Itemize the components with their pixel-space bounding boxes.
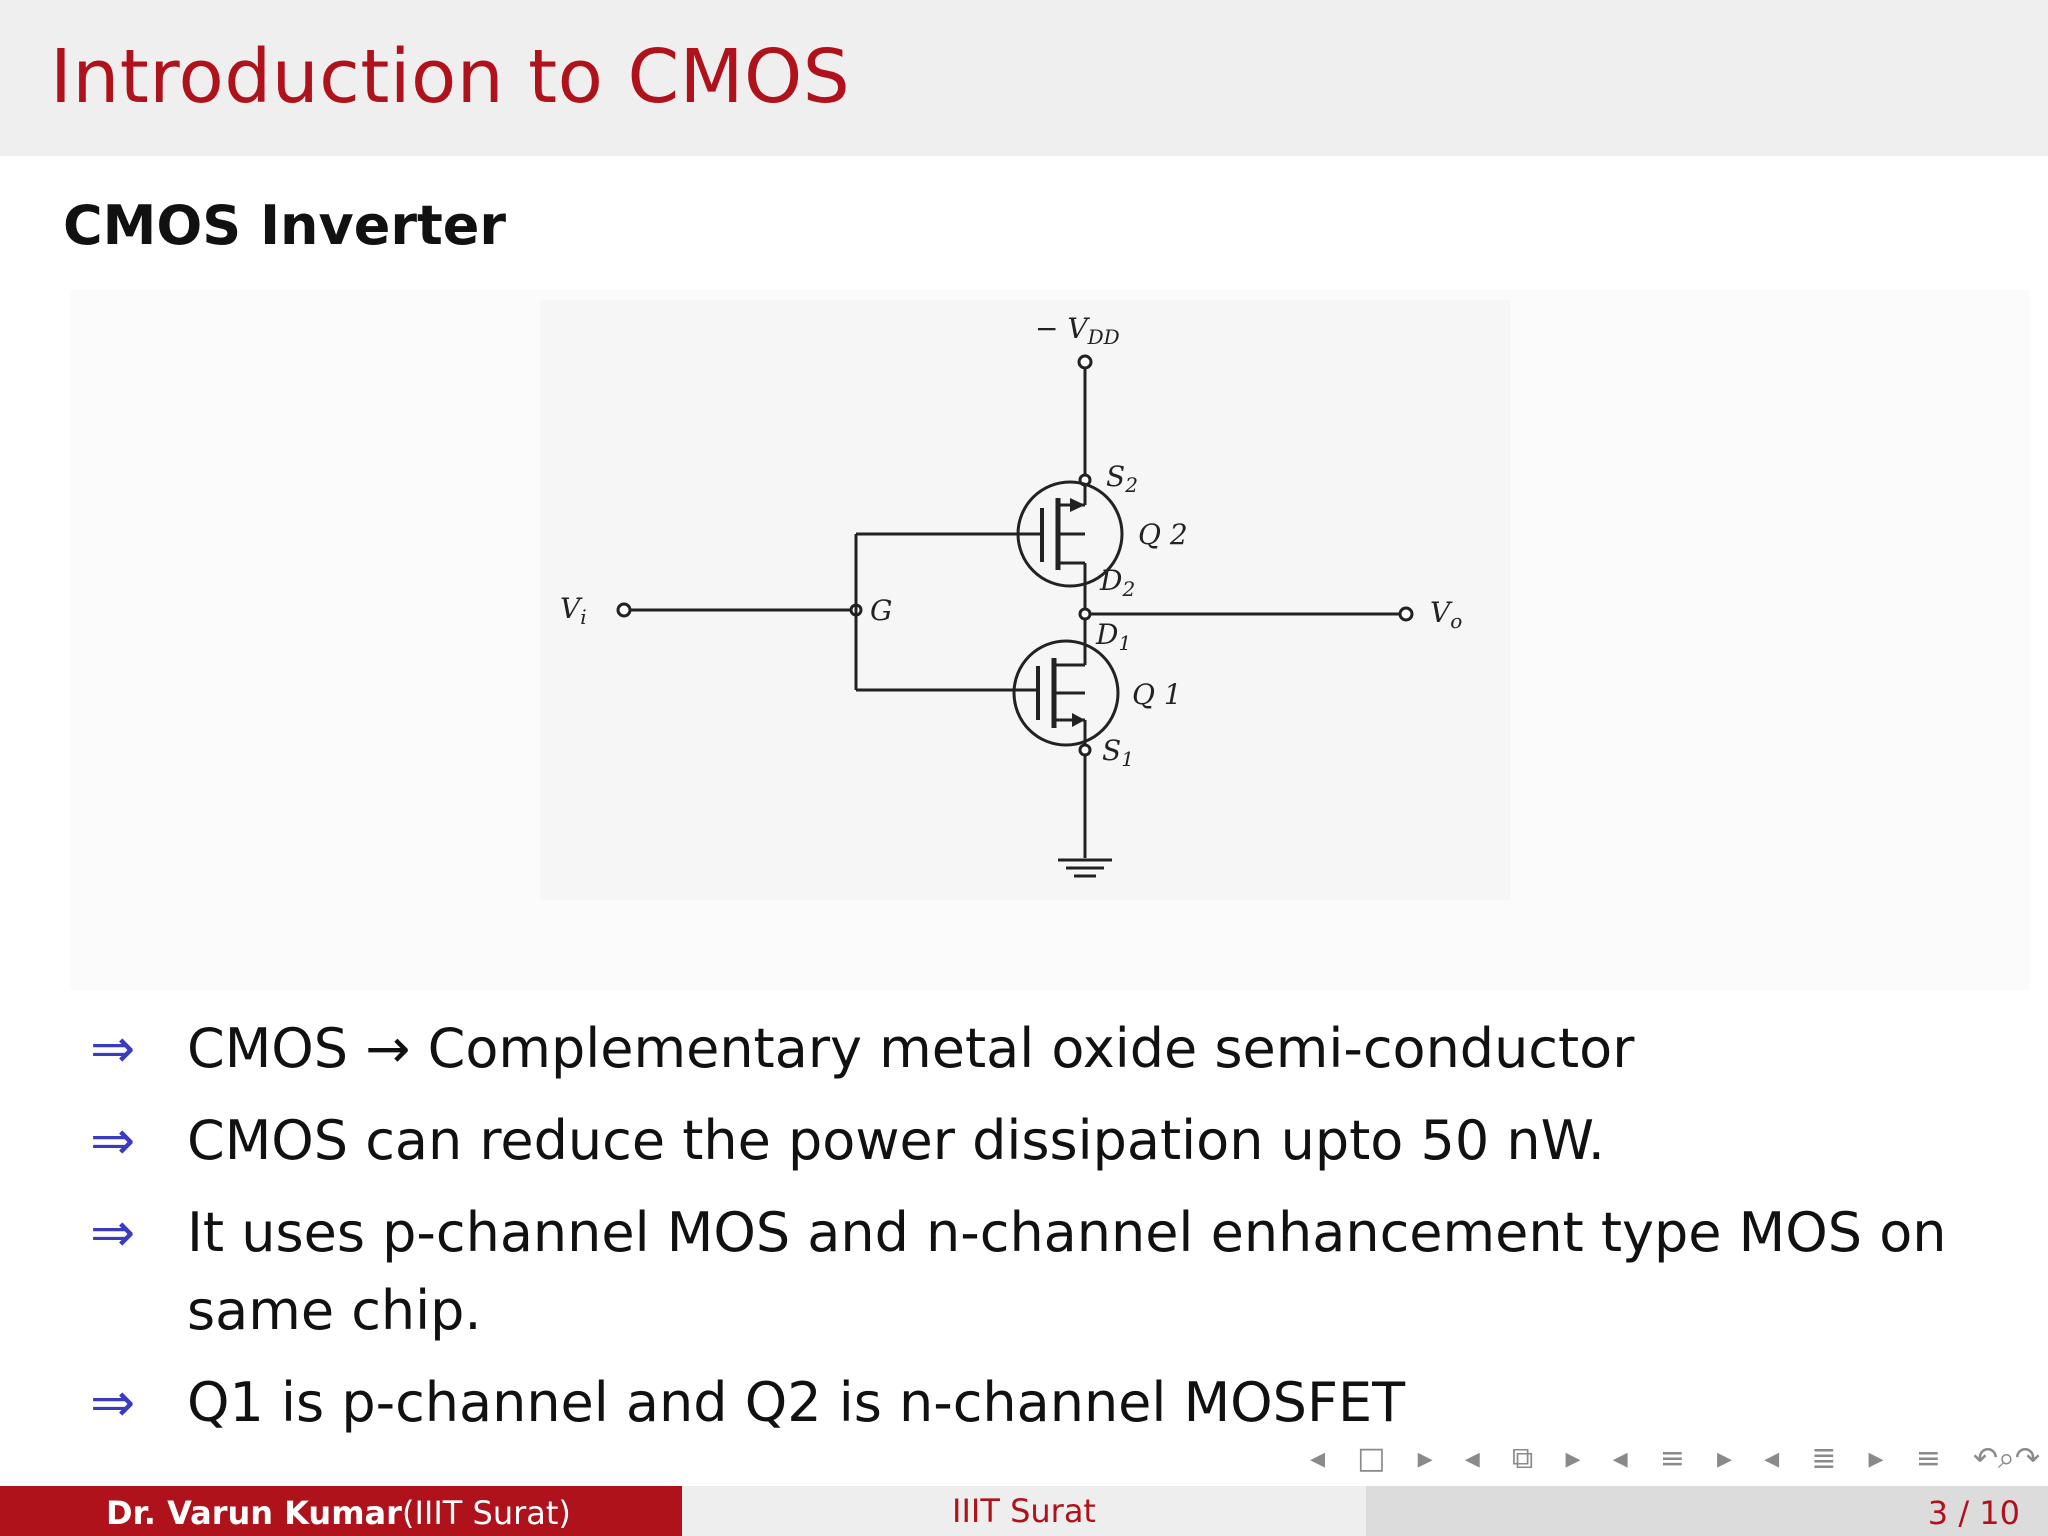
circuit-svg: − VDD S2 Q 2 D2 Vi G Vo D1 Q 1 S1 [560, 312, 1462, 878]
bullet-text: CMOS → Complementary metal oxide semi-co… [187, 1017, 1635, 1080]
implies-arrow-icon: ⇒ [90, 1201, 136, 1264]
s1-node [1078, 743, 1092, 757]
slide-title: Introduction to CMOS [50, 34, 851, 120]
nav-prev-subsection-icon[interactable]: ◂ [1464, 1440, 1480, 1476]
implies-arrow-icon: ⇒ [90, 1017, 136, 1080]
cmos-inverter-diagram: − VDD S2 Q 2 D2 Vi G Vo D1 Q 1 S1 [540, 300, 1510, 900]
footer-author: Dr. Varun Kumar [106, 1494, 402, 1532]
vo-terminal [1398, 606, 1414, 622]
bullet-text: It uses p-channel MOS and n-channel enha… [187, 1201, 1947, 1342]
vo-label: Vo [1430, 596, 1462, 633]
vdd-terminal [1077, 354, 1093, 370]
q1-arrow [1072, 713, 1085, 727]
q1-label: Q 1 [1132, 678, 1182, 711]
page-number: 3 / 10 [1927, 1494, 2020, 1532]
slide-header: Introduction to CMOS [0, 0, 2048, 156]
nav-toc-icon[interactable]: ≡ [1915, 1440, 1941, 1476]
q2-arrow [1070, 498, 1085, 512]
slide-subtitle: CMOS Inverter [63, 194, 507, 257]
g-label: G [870, 594, 892, 627]
vi-terminal [616, 602, 632, 618]
bullet-text: Q1 is p-channel and Q2 is n-channel MOSF… [187, 1371, 1406, 1434]
nav-next-subsection-icon[interactable]: ▸ [1565, 1440, 1581, 1476]
s1-label: S1 [1102, 734, 1134, 771]
q1-transistor-circle [1012, 639, 1120, 747]
vi-label: Vi [560, 592, 587, 629]
nav-prev-frame-icon[interactable]: ◂ [1310, 1440, 1326, 1476]
implies-arrow-icon: ⇒ [90, 1109, 136, 1172]
footer-affiliation: (IIIT Surat) [402, 1494, 571, 1532]
footer-page-box: 3 / 10 [1366, 1486, 2048, 1536]
nav-subsection-icon[interactable]: ⧉ [1511, 1440, 1534, 1476]
bullet-list: ⇒ CMOS → Complementary metal oxide semi-… [90, 1010, 2010, 1456]
bullet-item: ⇒ Q1 is p-channel and Q2 is n-channel MO… [90, 1364, 2010, 1442]
nav-section-icon[interactable]: ≡ [1659, 1440, 1685, 1476]
nav-doc-icon[interactable]: ≣ [1811, 1440, 1837, 1476]
bullet-text: CMOS can reduce the power dissipation up… [187, 1109, 1605, 1172]
bullet-item: ⇒ CMOS → Complementary metal oxide semi-… [90, 1010, 2010, 1088]
nav-next-frame-icon[interactable]: ▸ [1417, 1440, 1433, 1476]
vdd-label: − VDD [1035, 312, 1120, 349]
nav-prev-doc-icon[interactable]: ◂ [1764, 1440, 1780, 1476]
footer-institute: IIIT Surat [682, 1486, 1366, 1536]
nav-next-section-icon[interactable]: ▸ [1716, 1440, 1733, 1476]
nav-prev-section-icon[interactable]: ◂ [1612, 1440, 1628, 1476]
slide-footer: Dr. Varun Kumar (IIIT Surat) IIIT Surat … [0, 1486, 2048, 1536]
nav-search-icon[interactable]: ↶⌕↷ [1972, 1440, 2040, 1476]
bullet-item: ⇒ CMOS can reduce the power dissipation … [90, 1102, 2010, 1180]
implies-arrow-icon: ⇒ [90, 1371, 136, 1434]
q2-label: Q 2 [1138, 518, 1188, 551]
nav-next-doc-icon[interactable]: ▸ [1868, 1440, 1884, 1476]
footer-author-box: Dr. Varun Kumar (IIIT Surat) [0, 1486, 682, 1536]
nav-frame-icon[interactable]: □ [1357, 1440, 1386, 1476]
d2-label: D2 [1099, 564, 1135, 601]
bullet-item: ⇒ It uses p-channel MOS and n-channel en… [90, 1194, 2010, 1350]
s2-label: S2 [1106, 460, 1138, 497]
d1-label: D1 [1095, 618, 1131, 655]
output-node [1078, 607, 1092, 621]
beamer-navigation: ◂ □ ▸ ◂ ⧉ ▸ ◂ ≡ ▸ ◂ ≣ ▸ ≡ ↶⌕↷ [1310, 1438, 2040, 1478]
